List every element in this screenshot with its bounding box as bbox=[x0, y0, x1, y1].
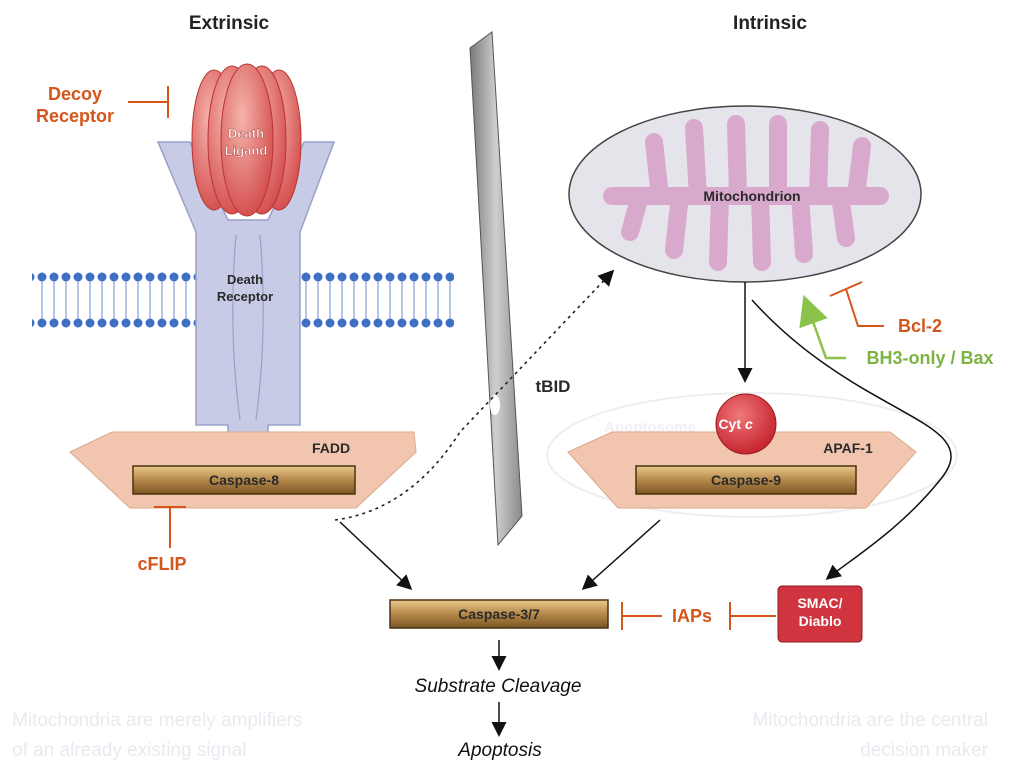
mitochondrion-cristae bbox=[603, 115, 889, 271]
iaps-label: IAPs bbox=[672, 606, 712, 626]
caspase9-to-caspase37-arrow bbox=[581, 519, 661, 591]
death-ligand bbox=[191, 63, 302, 217]
cflip-label: cFLIP bbox=[137, 554, 186, 574]
bcl2-label: Bcl-2 bbox=[898, 316, 942, 336]
caspase-9-box bbox=[635, 465, 857, 495]
caspase-9-label: Caspase-9 bbox=[711, 472, 781, 488]
right-caption-line-1: Mitochondria are the central bbox=[752, 710, 988, 731]
tbid-label: tBID bbox=[536, 377, 571, 396]
substrate-cleavage-label: Substrate Cleavage bbox=[415, 676, 582, 697]
extrinsic-header: Extrinsic bbox=[189, 13, 270, 34]
death-receptor bbox=[156, 141, 336, 453]
death-receptor-label-2: Receptor bbox=[217, 289, 273, 304]
fadd-label: FADD bbox=[312, 440, 350, 456]
right-caption-line-2: decision maker bbox=[860, 740, 988, 761]
intrinsic-header: Intrinsic bbox=[733, 13, 807, 34]
left-caption-line-1: Mitochondria are merely amplifiers bbox=[12, 710, 302, 731]
smac-release-arrow bbox=[751, 299, 952, 580]
smac-diablo-box bbox=[777, 585, 863, 643]
decoy-receptor-label-1: Decoy bbox=[48, 84, 102, 104]
caspase-3-7-box bbox=[389, 599, 609, 629]
death-ligand-label-2: Ligand bbox=[225, 143, 268, 158]
apaf1-label: APAF-1 bbox=[823, 440, 873, 456]
bh3-activation-arrow bbox=[799, 294, 846, 360]
caspase-8-box bbox=[132, 465, 356, 495]
separator-bar bbox=[469, 31, 523, 547]
left-caption-line-2: of an already existing signal bbox=[12, 740, 246, 761]
death-receptor-label-1: Death bbox=[227, 272, 263, 287]
death-ligand-label-1: Death bbox=[228, 126, 264, 141]
apoptosome-outline bbox=[546, 392, 958, 518]
tbid-arrow bbox=[334, 269, 615, 521]
bh3-bax-label: BH3-only / Bax bbox=[866, 348, 993, 368]
cytc-label-italic: c bbox=[745, 416, 753, 432]
smac-label-2: Diablo bbox=[799, 613, 842, 629]
caspase8-to-caspase37-arrow bbox=[339, 521, 413, 591]
smac-label-1: SMAC/ bbox=[797, 595, 842, 611]
apoptosis-label: Apoptosis bbox=[457, 740, 542, 761]
caspase-8-label: Caspase-8 bbox=[209, 472, 279, 488]
decoy-receptor-label-2: Receptor bbox=[36, 106, 114, 126]
cytochrome-c bbox=[715, 393, 777, 455]
caspase-3-7-label: Caspase-3/7 bbox=[458, 606, 540, 622]
mitochondrion-label: Mitochondrion bbox=[703, 188, 800, 204]
cytc-label: Cyt bbox=[718, 416, 741, 432]
